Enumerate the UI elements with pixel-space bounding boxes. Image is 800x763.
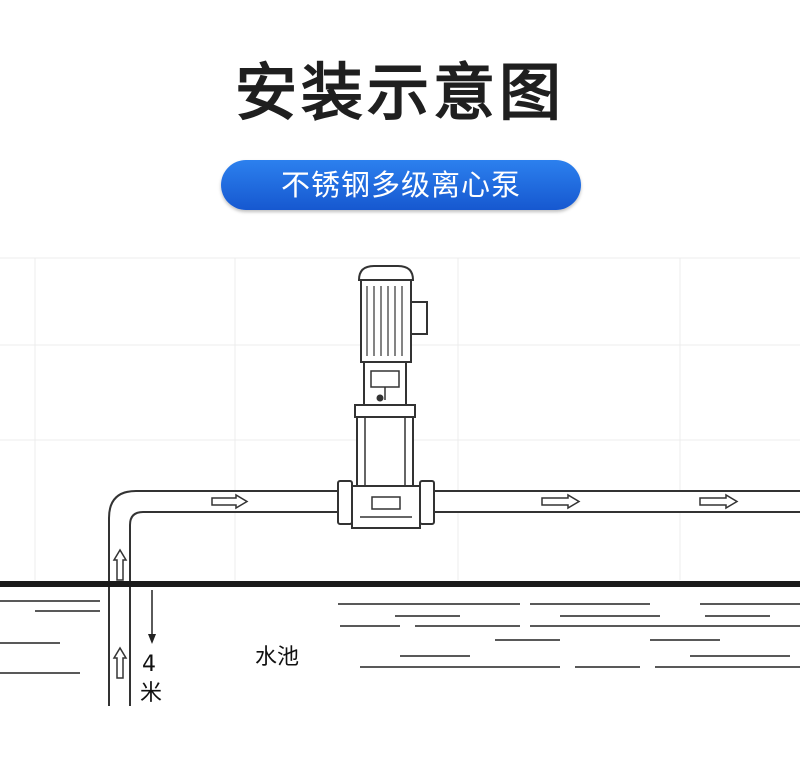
motor-terminal-box <box>410 301 428 335</box>
pump-motor <box>360 279 412 363</box>
depth-arrow <box>148 590 156 644</box>
pool-label: 水池 <box>255 645 300 670</box>
water-ripples <box>0 600 800 674</box>
flow-arrows <box>112 493 739 679</box>
multistage-pump <box>337 265 435 529</box>
flow-arrow-up <box>112 548 128 581</box>
pump-stages <box>356 415 414 487</box>
flow-arrow-right <box>699 493 739 510</box>
water-surface-line <box>0 581 800 587</box>
depth-value: 4 <box>142 652 156 677</box>
flow-arrow-right <box>541 493 581 510</box>
outlet-flange <box>419 480 435 525</box>
flow-arrow-up <box>112 646 128 679</box>
inlet-flange <box>337 480 353 525</box>
background-outlines <box>0 257 800 580</box>
discharge-pipe <box>431 490 800 513</box>
pump-head <box>354 404 416 418</box>
flow-arrow-right <box>211 493 249 510</box>
diagram-title: 安装示意图 <box>234 56 565 129</box>
depth-unit: 米 <box>140 681 163 706</box>
product-name-badge: 不锈钢多级离心泵 <box>221 160 581 210</box>
